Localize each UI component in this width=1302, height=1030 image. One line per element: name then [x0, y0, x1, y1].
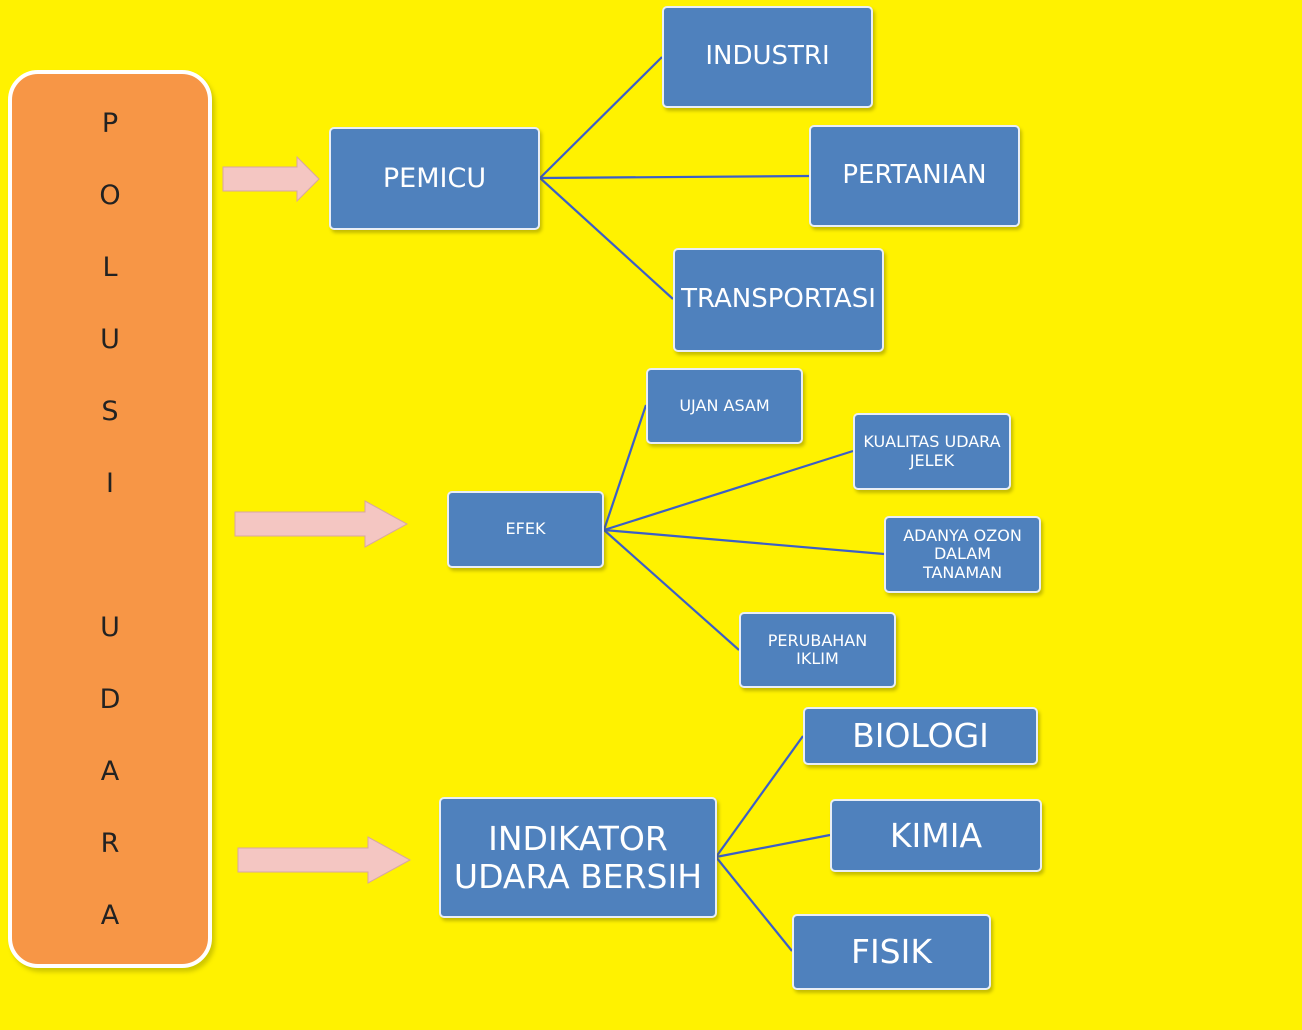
connector-efek-kualitas	[603, 449, 854, 532]
panel-letter: P	[101, 108, 119, 139]
connector-efek-iklim	[603, 529, 740, 651]
node-perubahan-iklim: PERUBAHAN IKLIM	[739, 612, 896, 688]
node-pemicu: PEMICU	[329, 127, 540, 230]
panel-letter: D	[99, 684, 121, 715]
node-label-line: KUALITAS UDARA	[863, 432, 1001, 452]
arrow-to-efek	[234, 500, 409, 548]
panel-letter: O	[99, 180, 121, 211]
node-transportasi: TRANSPORTASI	[673, 248, 884, 352]
node-label-line: DALAM	[933, 544, 991, 564]
node-label-line: INDIKATOR	[488, 818, 668, 858]
connector-indikator-kimia	[715, 833, 831, 859]
connector-efek-ujan-asam	[602, 404, 648, 531]
connector-indikator-biologi	[715, 735, 804, 858]
node-label: BIOLOGI	[852, 716, 989, 756]
node-label-line: TANAMAN	[922, 562, 1003, 582]
panel-letter: R	[100, 828, 120, 859]
node-label-line: ADANYA OZON	[903, 525, 1022, 545]
connector-pemicu-transportasi	[539, 177, 674, 300]
node-label: INDUSTRI	[705, 41, 830, 72]
panel-letter: A	[100, 756, 120, 787]
node-label: TRANSPORTASI	[681, 284, 876, 315]
node-label: KIMIA	[889, 815, 983, 855]
connector-efek-ozon	[603, 528, 885, 556]
polusi-udara-panel: P O L U S I U D A R A	[8, 70, 212, 968]
node-efek: EFEK	[447, 491, 604, 568]
node-label-line: JELEK	[909, 450, 955, 470]
connector-pemicu-pertanian	[539, 174, 810, 180]
node-ujan-asam: UJAN ASAM	[646, 368, 803, 444]
node-ozon: ADANYA OZON DALAM TANAMAN	[884, 516, 1041, 593]
node-label: EFEK	[505, 519, 546, 539]
node-label-line: UDARA BERSIH	[453, 856, 703, 896]
node-pertanian: PERTANIAN	[809, 125, 1020, 227]
panel-letter: U	[100, 612, 120, 643]
node-label: UJAN ASAM	[679, 395, 770, 415]
node-label: PERTANIAN	[842, 160, 987, 191]
panel-letter: A	[100, 900, 120, 931]
connector-indikator-fisik	[715, 856, 793, 952]
panel-letter: L	[102, 252, 118, 283]
arrow-to-pemicu	[222, 155, 320, 203]
panel-letter: I	[106, 468, 114, 499]
node-kualitas-udara: KUALITAS UDARA JELEK	[853, 413, 1011, 490]
node-industri: INDUSTRI	[662, 6, 873, 108]
arrow-to-indikator	[237, 836, 412, 884]
node-label-line: PERUBAHAN	[767, 630, 868, 650]
node-indikator: INDIKATOR UDARA BERSIH	[439, 797, 717, 918]
node-biologi: BIOLOGI	[803, 707, 1038, 765]
connector-pemicu-industri	[539, 56, 663, 179]
node-label-line: IKLIM	[796, 649, 839, 668]
panel-letter: S	[101, 396, 119, 427]
panel-letter: U	[100, 324, 120, 355]
node-kimia: KIMIA	[830, 799, 1042, 872]
node-label: FISIK	[850, 932, 933, 972]
node-fisik: FISIK	[792, 914, 991, 990]
node-label: PEMICU	[382, 162, 487, 194]
